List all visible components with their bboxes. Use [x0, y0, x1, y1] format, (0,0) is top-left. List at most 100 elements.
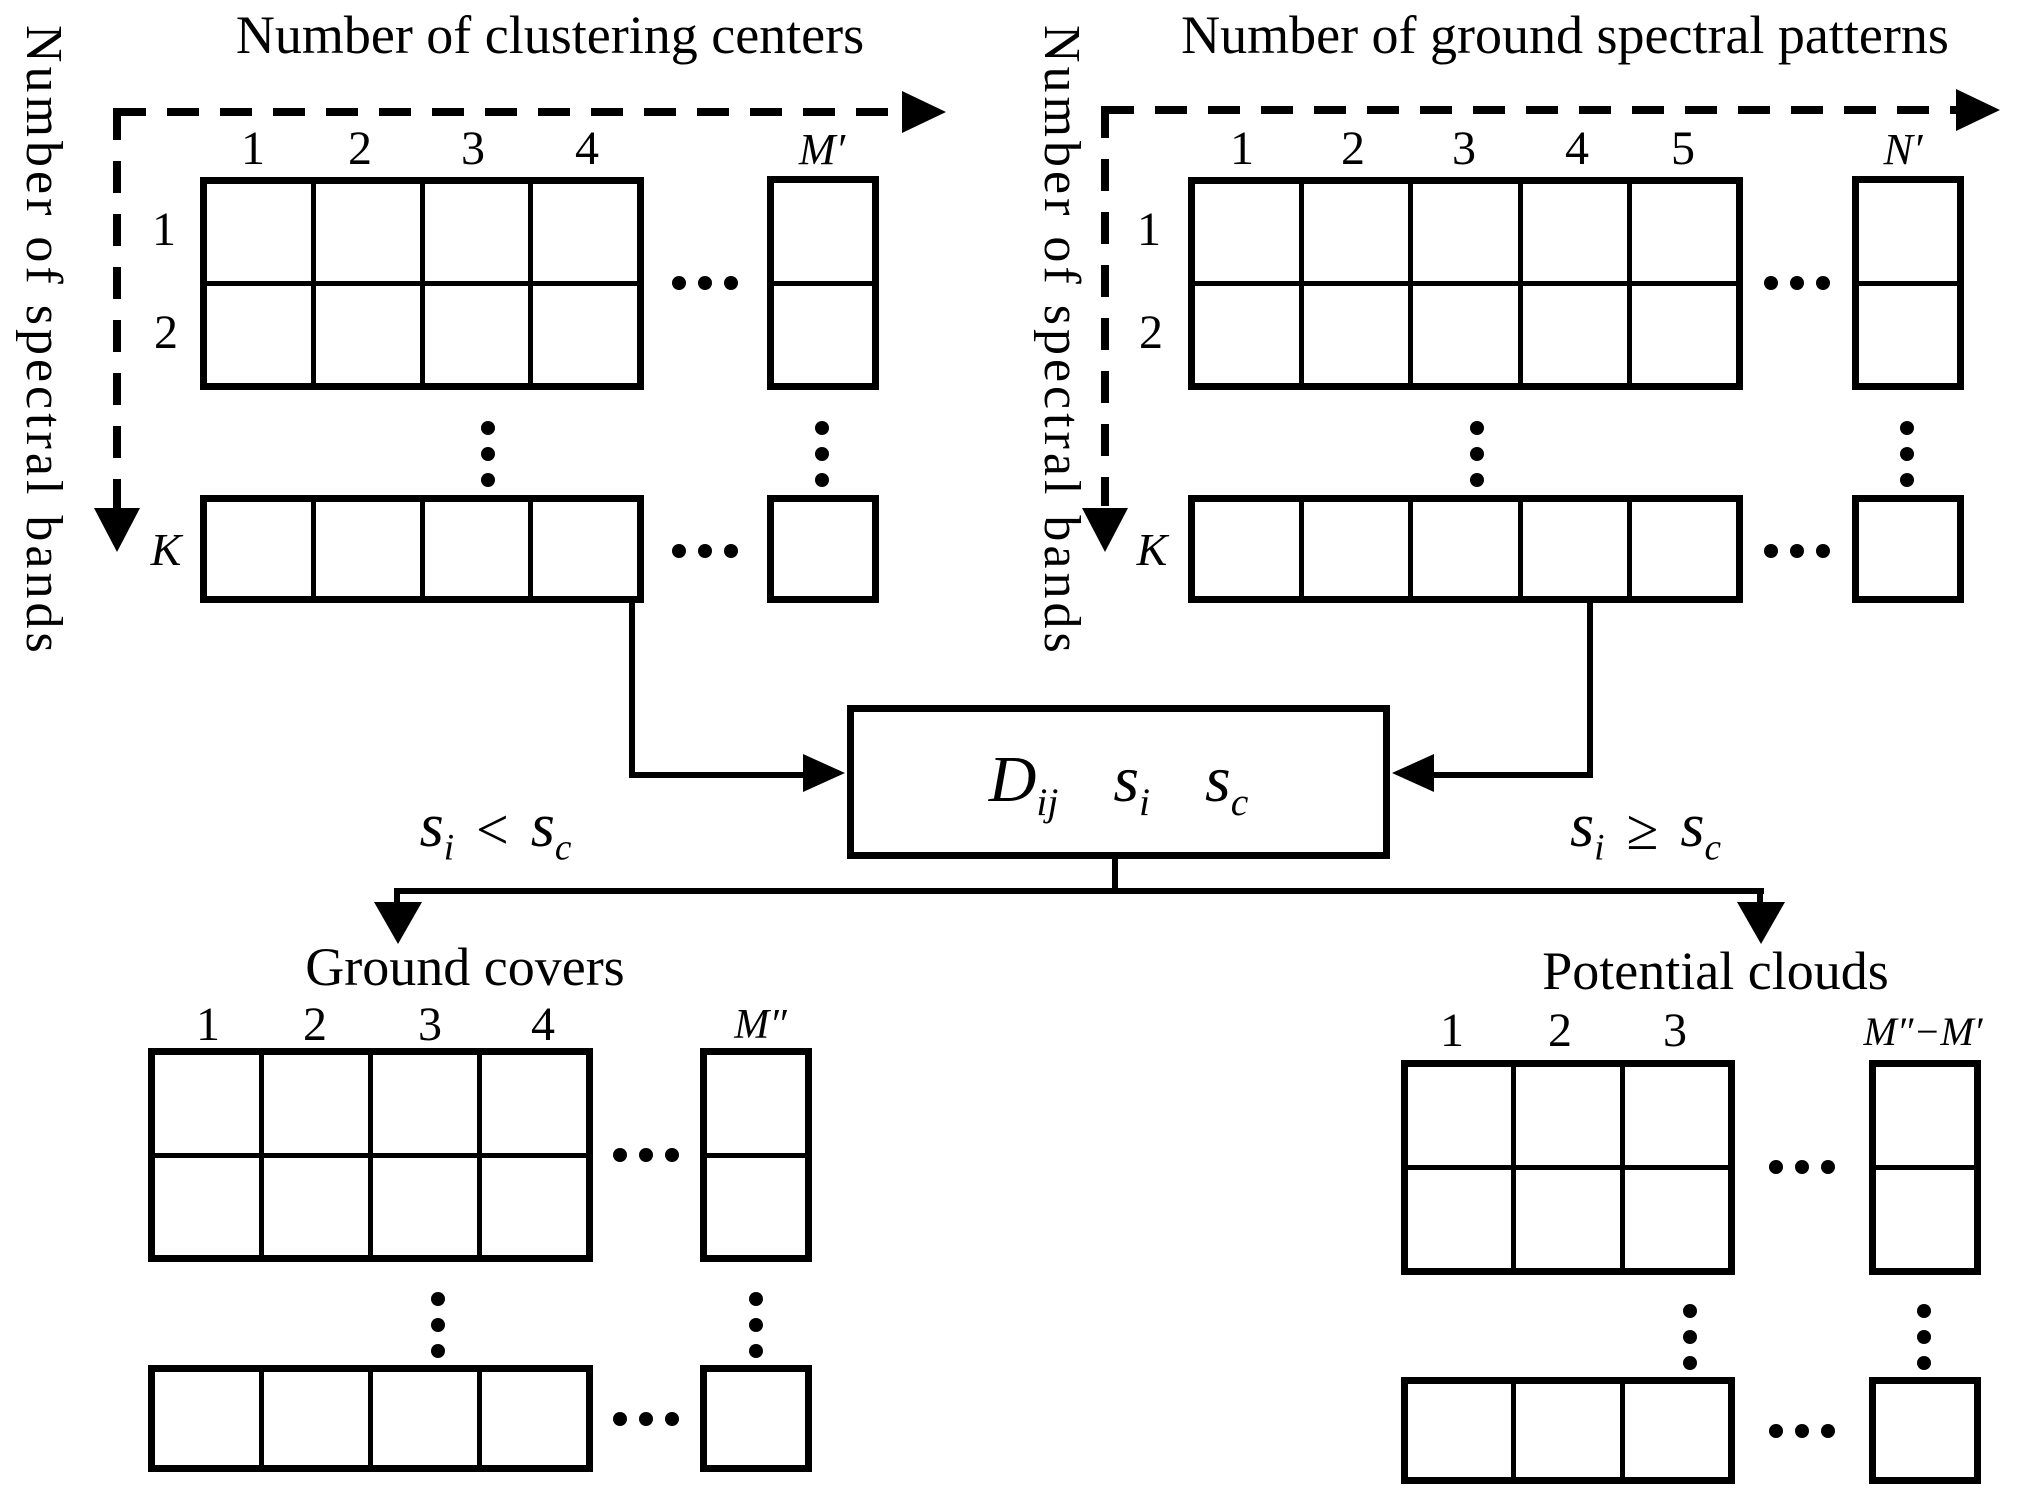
matrix-cell: [264, 1157, 368, 1255]
matrix-cell: [1516, 1170, 1620, 1268]
col-label-m-dprime: M″: [734, 1002, 787, 1048]
matrix-cell: [533, 286, 637, 383]
ellipsis-vertical: [1470, 421, 1484, 435]
matrix-cell: [315, 184, 420, 281]
col-label: 2: [1548, 1004, 1572, 1057]
ellipsis-horizontal: [1769, 1424, 1783, 1438]
connector-left-horizontal: [629, 772, 809, 778]
branch-left-stem: [394, 888, 400, 912]
matrix-cell: [315, 286, 420, 383]
ellipsis-vertical: [431, 1292, 445, 1306]
ellipsis-vertical: [481, 421, 495, 435]
col-label: 3: [1452, 122, 1476, 175]
matrix-cell: [1304, 502, 1409, 596]
matrix-patterns-k-row: [1188, 495, 1743, 603]
matrix-cell: [1631, 502, 1736, 596]
matrix-cell: [774, 183, 872, 281]
matrix-cell: [155, 1372, 259, 1465]
row-label: 2: [1139, 306, 1163, 359]
matrix-ground-covers-last-col: [700, 1048, 812, 1262]
axis-title-spectral-bands-right: Number of spectral bands: [1033, 25, 1090, 657]
matrix-cell: [482, 1372, 586, 1465]
col-label: 2: [348, 122, 372, 175]
matrix-potential-clouds-last-col: [1869, 1060, 1981, 1275]
col-label: 1: [241, 122, 265, 175]
ellipsis-horizontal: [1764, 276, 1778, 290]
matrix-ground-covers-bottom-row: [148, 1365, 593, 1472]
row-label: 1: [152, 203, 176, 256]
arrowhead-left-icon: [1392, 754, 1434, 792]
matrix-clustering-k-last-cell: [767, 495, 879, 603]
matrix-cell: [482, 1157, 586, 1255]
symbol-sc: sc: [1205, 742, 1249, 824]
matrix-cell: [373, 1372, 477, 1465]
matrix-cell: [1413, 502, 1518, 596]
arrowhead-right-icon: [902, 91, 946, 133]
row-label: 2: [154, 306, 178, 359]
matrix-cell: [155, 1157, 259, 1255]
axis-title-clustering-centers: Number of clustering centers: [235, 5, 865, 65]
ellipsis-vertical: [1917, 1304, 1931, 1318]
matrix-cell: [1195, 184, 1300, 281]
ellipsis-horizontal: [613, 1148, 627, 1162]
matrix-cell: [1195, 502, 1300, 596]
matrix-cell: [1413, 286, 1518, 383]
connector-left-vertical: [629, 602, 635, 778]
matrix-cell: [155, 1055, 259, 1153]
matrix-cell: [424, 286, 529, 383]
col-label: 5: [1671, 122, 1695, 175]
matrix-cell: [1876, 1170, 1974, 1268]
matrix-cell: [1859, 183, 1957, 281]
matrix-cell: [1408, 1067, 1512, 1165]
matrix-cell: [482, 1055, 586, 1153]
matrix-cell: [1413, 184, 1518, 281]
matrix-cell: [373, 1157, 477, 1255]
matrix-cell: [1522, 286, 1627, 383]
col-label: 1: [1440, 1004, 1464, 1057]
matrix-cell: [207, 184, 311, 281]
matrix-cell: [1195, 286, 1300, 383]
ellipsis-vertical: [815, 421, 829, 435]
connector-right-horizontal: [1434, 772, 1591, 778]
matrix-cell: [1408, 1170, 1512, 1268]
dashed-axis-horizontal-left: [114, 108, 904, 116]
matrix-cell: [424, 184, 529, 281]
dashed-axis-vertical-left: [113, 108, 121, 508]
col-label: 3: [1663, 1004, 1687, 1057]
col-label: 4: [531, 998, 555, 1051]
col-label: 1: [196, 998, 220, 1051]
matrix-cell: [1859, 285, 1957, 383]
matrix-cell: [1304, 286, 1409, 383]
matrix-ground-covers-top: [148, 1048, 593, 1262]
matrix-cell: [207, 502, 311, 596]
col-label: 3: [418, 998, 442, 1051]
matrix-cell: [1516, 1384, 1620, 1477]
col-label-m-prime: M′: [798, 125, 846, 174]
matrix-potential-clouds-bottom-cell: [1869, 1377, 1981, 1484]
col-label: 2: [1341, 122, 1365, 175]
ellipsis-vertical: [1683, 1304, 1697, 1318]
branch-horizontal: [394, 888, 1764, 894]
arrowhead-right-icon: [1956, 89, 2000, 131]
branch-right-stem: [1757, 888, 1763, 912]
ellipsis-horizontal: [1769, 1160, 1783, 1174]
matrix-cell: [207, 286, 311, 383]
axis-title-ground-spectral-patterns: Number of ground spectral patterns: [1181, 5, 1949, 65]
row-label-k: K: [150, 524, 182, 575]
matrix-clustering-k-row: [200, 495, 644, 603]
axis-title-spectral-bands-left: Number of spectral bands: [15, 25, 72, 657]
arrowhead-down-icon: [1737, 902, 1785, 944]
matrix-cell: [1522, 184, 1627, 281]
arrowhead-right-icon: [803, 754, 845, 792]
ellipsis-horizontal: [1764, 544, 1778, 558]
matrix-cell: [264, 1372, 368, 1465]
arrowhead-down-icon: [374, 902, 422, 944]
matrix-cell: [1408, 1384, 1512, 1477]
matrix-cell: [1876, 1067, 1974, 1165]
arrowhead-down-icon: [1082, 508, 1128, 552]
dashed-axis-vertical-right: [1101, 106, 1109, 506]
row-label: 1: [1137, 203, 1161, 256]
matrix-cell: [1304, 184, 1409, 281]
matrix-cell: [1624, 1067, 1728, 1165]
